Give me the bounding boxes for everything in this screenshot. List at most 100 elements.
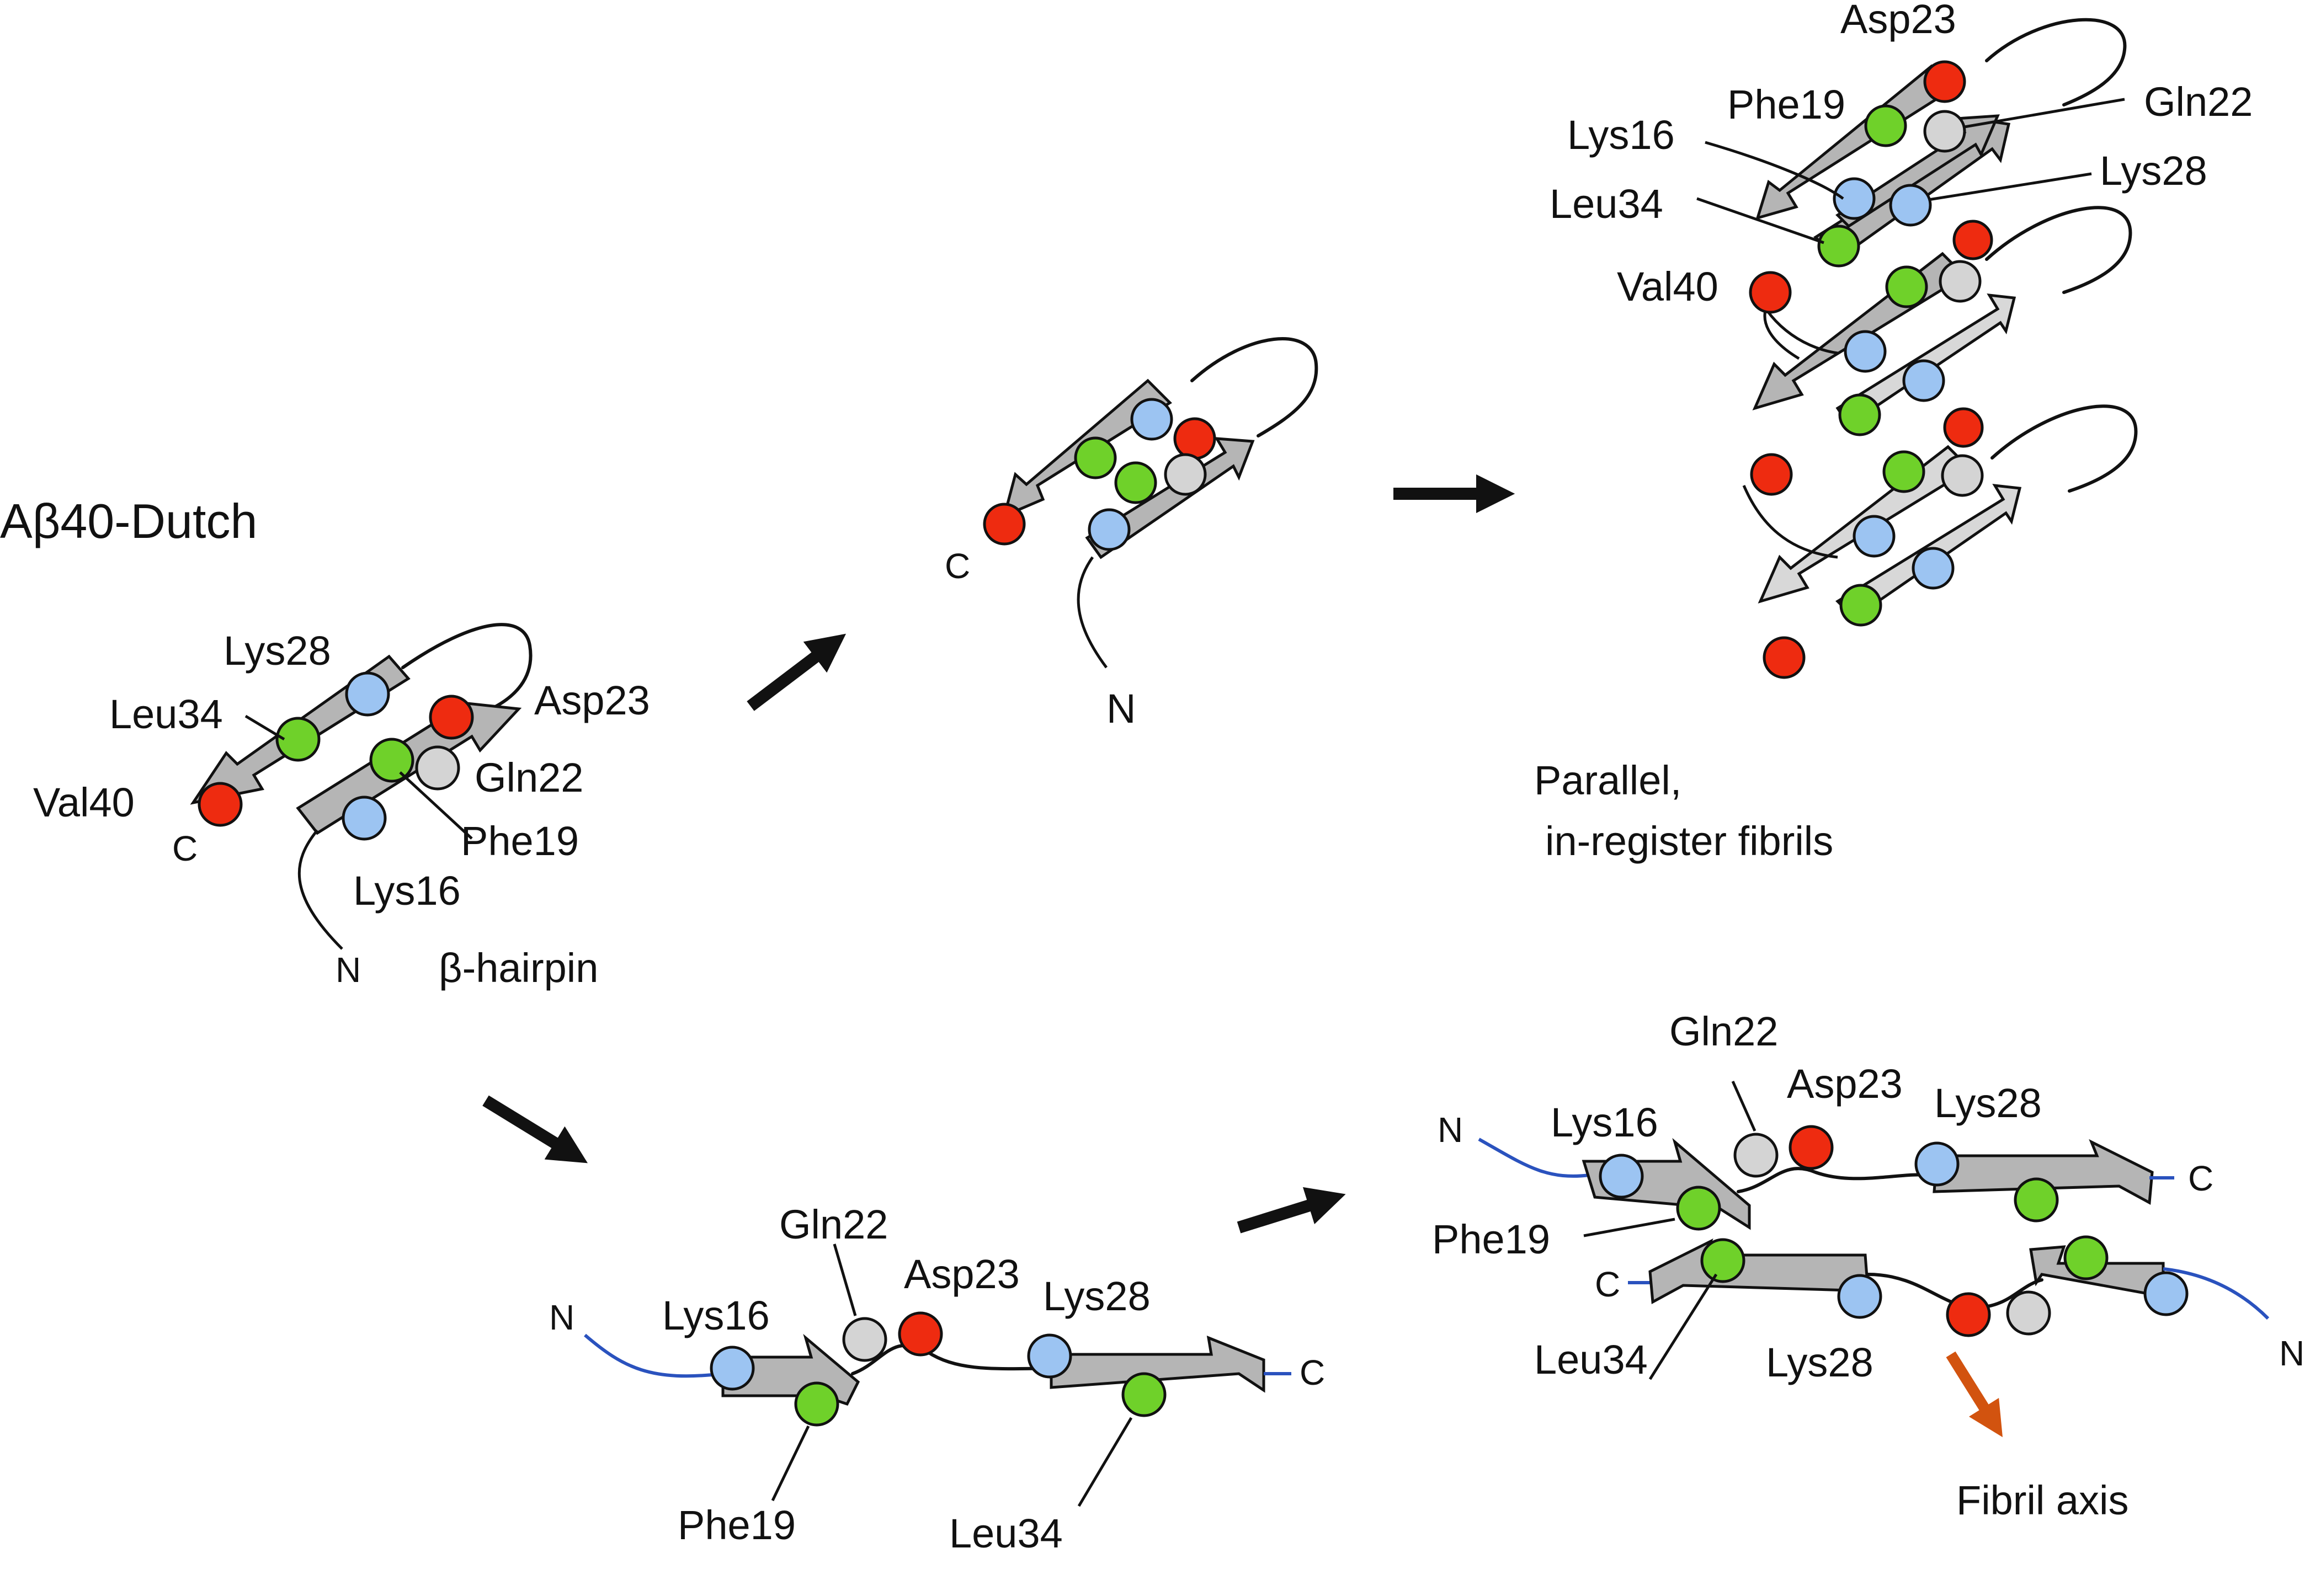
fib-bead-leu34-2	[1838, 393, 1881, 436]
mid-bead-asp23	[1173, 417, 1216, 460]
label-val40: Val40	[33, 780, 135, 825]
fib-bead-val40-1	[1749, 271, 1792, 314]
anti-label-n-bottom: N	[2279, 1333, 2304, 1373]
molecule-title: Aβ40-Dutch	[0, 494, 257, 548]
ext-n-tail	[584, 1333, 723, 1378]
ext-label-gln22: Gln22	[779, 1202, 888, 1247]
anti-bead-leu34	[1700, 1238, 1745, 1283]
fib-bead-lys16-3	[1853, 515, 1896, 558]
label-lys28: Lys28	[223, 628, 331, 674]
anti-bead-lys28	[1837, 1274, 1882, 1319]
ext-label-c: C	[1300, 1353, 1325, 1392]
hairpin-loop	[401, 623, 533, 711]
anti-top-backbone	[1737, 1167, 1933, 1193]
ext-label-lys16: Lys16	[662, 1293, 770, 1338]
mid-bead-leu34	[1074, 436, 1117, 479]
mid-label-c: C	[945, 546, 970, 586]
bead-lys28	[345, 671, 390, 717]
anti-leader-gln22	[1731, 1080, 1757, 1132]
fibril-loop-3	[1990, 404, 2138, 493]
caption-in-register: in-register fibrils	[1545, 818, 1833, 864]
bead-val40	[198, 782, 243, 827]
mid-bead-phe19	[1114, 461, 1157, 504]
caption-parallel: Parallel,	[1534, 757, 1681, 803]
antiparallel-panel: Gln22 Asp23 Lys16 Lys28 N C Phe19 C Leu3…	[1432, 1008, 2304, 1523]
anti-label-lys28-top: Lys28	[1934, 1080, 2042, 1126]
arrow-to-extended	[482, 1095, 588, 1163]
bead-phe19	[369, 738, 414, 783]
label-leu34: Leu34	[109, 691, 223, 737]
label-beta-hairpin: β-hairpin	[439, 945, 598, 991]
fib-bead-val40-2	[1750, 453, 1793, 496]
anti-bead-gln22	[1733, 1133, 1779, 1178]
anti-bottom-strand-1	[1648, 1238, 1870, 1305]
ext-label-leu34: Leu34	[949, 1510, 1063, 1556]
fib-bead-lys28-3	[1912, 547, 1955, 590]
mid-bead-val40	[983, 503, 1026, 546]
anti-bead-lys16-bottom	[2143, 1271, 2189, 1316]
fib-label-phe19: Phe19	[1727, 82, 1845, 127]
arrow-to-antiparallel	[1237, 1187, 1346, 1234]
mid-n-tail	[1077, 556, 1108, 669]
label-asp23: Asp23	[534, 677, 650, 723]
fib-bead-leu34-3	[1839, 584, 1882, 627]
fib-leader-leu34	[1696, 197, 1824, 244]
label-gln22: Gln22	[475, 755, 583, 800]
anti-label-leu34: Leu34	[1534, 1337, 1648, 1383]
fib-label-gln22: Gln22	[2144, 79, 2253, 125]
anti-bead-asp23	[1789, 1125, 1834, 1170]
anti-bead-phe19	[1676, 1186, 1721, 1231]
arrow-to-hairpin-stack	[747, 633, 847, 711]
fib-leader-lys28	[1928, 172, 2092, 201]
fib-bead-lys28-2	[1902, 359, 1945, 402]
anti-label-lys28: Lys28	[1766, 1339, 1873, 1385]
fib-bead-val40-3	[1763, 636, 1806, 679]
label-lys16: Lys16	[353, 868, 461, 914]
fib-bead-asp23-2	[1952, 220, 1993, 260]
anti-bead-lys28-top	[1914, 1141, 1960, 1187]
ext-label-asp23: Asp23	[904, 1251, 1020, 1297]
label-c-terminus: C	[172, 829, 198, 868]
anti-bead-leu34-top	[2014, 1177, 2059, 1223]
anti-top-strand-2	[1933, 1139, 2154, 1205]
mid-bead-gln22	[1164, 453, 1207, 496]
leader-phe19	[399, 771, 473, 840]
anti-leader-phe19	[1583, 1218, 1675, 1237]
fib-leader-gln22	[1964, 98, 2125, 129]
ext-bead-phe19	[794, 1381, 839, 1427]
extended-monomer-panel: N Lys16 Gln22 Asp23 Lys28 C Phe19 Leu34	[549, 1202, 1325, 1556]
fib-bead-gln22-3	[1941, 454, 1984, 497]
fibril-axis-arrow	[1946, 1351, 2003, 1438]
anti-label-lys16: Lys16	[1551, 1099, 1658, 1145]
ext-bead-lys16	[710, 1346, 755, 1391]
anti-label-n-top: N	[1438, 1110, 1463, 1150]
hairpin-n-tail	[297, 829, 343, 950]
mid-label-n: N	[1106, 686, 1136, 732]
label-phe19: Phe19	[461, 818, 579, 864]
anti-label-gln22: Gln22	[1669, 1008, 1778, 1054]
hairpin-panel: Lys28 Leu34 Val40 Asp23 Gln22 Phe19 Lys1…	[33, 623, 650, 991]
fib-bead-phe19-1	[1864, 104, 1907, 147]
fib-bead-gln22-1	[1923, 110, 1966, 153]
anti-bead-phe19-bottom	[2063, 1235, 2109, 1280]
bead-asp23	[429, 695, 474, 740]
ext-leader-leu34	[1077, 1417, 1133, 1507]
anti-label-c-top: C	[2188, 1159, 2213, 1198]
ext-label-lys28: Lys28	[1043, 1273, 1151, 1319]
anti-bead-gln22-bottom	[2006, 1290, 2051, 1336]
fib-label-val40: Val40	[1617, 264, 1718, 309]
leader-leu34	[244, 714, 285, 741]
fib-label-lys28: Lys28	[2100, 148, 2207, 194]
anti-label-asp23: Asp23	[1787, 1061, 1903, 1107]
fibril-tail-2	[1742, 485, 1838, 559]
bead-lys16	[342, 796, 387, 841]
ext-leader-gln22	[833, 1243, 857, 1316]
mid-hairpin-loop	[1190, 337, 1318, 437]
fib-bead-lys16-1	[1833, 177, 1876, 220]
fib-bead-phe19-3	[1882, 450, 1925, 493]
fib-bead-asp23-1	[1923, 60, 1966, 103]
anti-leader-leu34	[1648, 1273, 1718, 1380]
ext-leader-phe19	[771, 1425, 810, 1502]
